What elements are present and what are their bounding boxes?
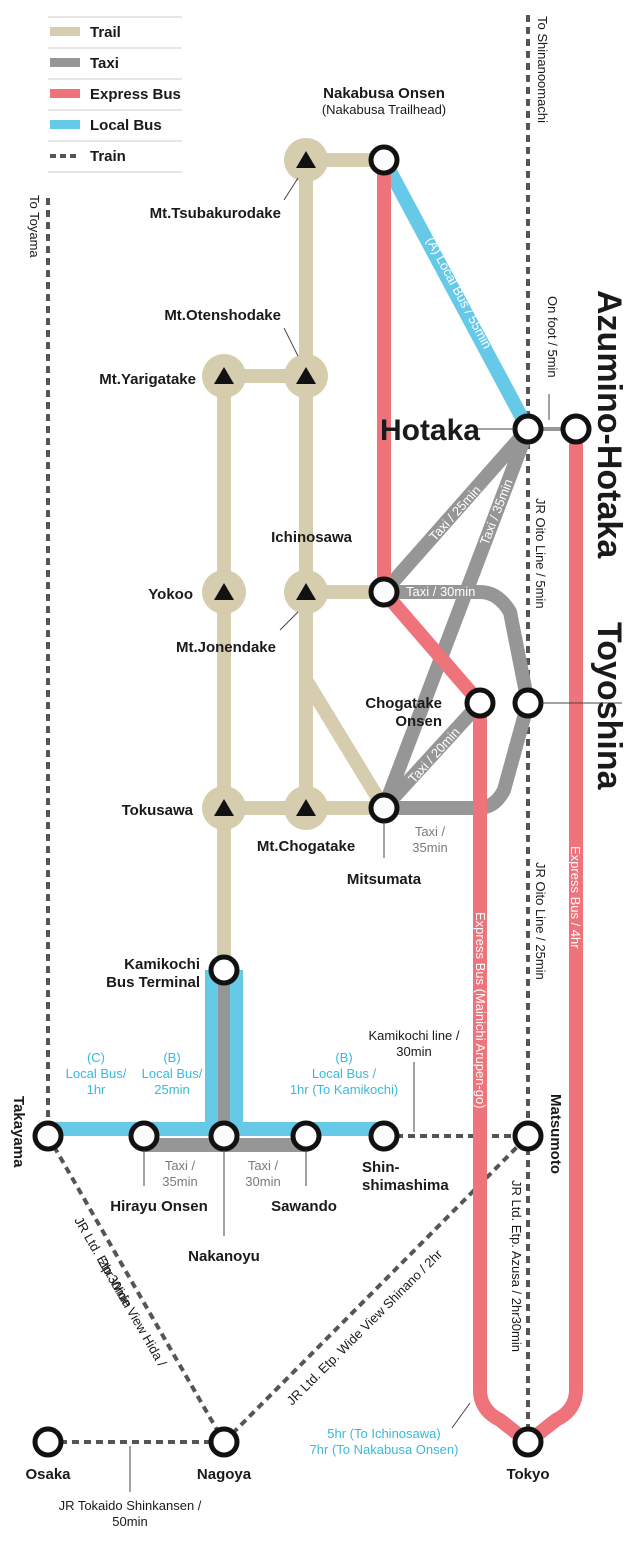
route-taxi-25: Taxi / 25min [426,482,484,544]
label-nakabusa: Nakabusa Onsen [323,85,445,102]
route-jr-oito-5: JR Oito Line / 5min [533,498,548,609]
mountain-icon [296,799,316,816]
label-yokoo: Yokoo [148,586,193,603]
legend-swatch-trail [50,27,80,36]
route-on-foot: On foot / 5min [545,296,560,378]
mountain-icon [296,151,316,168]
route-taxi-30-ichinosawa: Taxi / 30min [406,584,475,599]
route-kamikochi-line-b: 30min [396,1044,431,1059]
legend-train: Train [90,148,126,165]
route-tokyo-bus-a: 5hr (To Ichinosawa) [327,1426,440,1441]
label-mt-chogatake: Mt.Chogatake [257,838,355,855]
label-chogatake-onsen-1: Chogatake [365,695,442,712]
label-toyoshina: Toyoshina [590,622,628,791]
label-kamikochi-1: Kamikochi [124,956,200,973]
route-jr-oito-25: JR Oito Line / 25min [533,862,548,980]
label-shinshima-2: shimashima [362,1177,449,1194]
route-shinano: JR Ltd. Etp. Wide View Shinano / 2hr [284,1246,446,1408]
mountain-icon [214,583,234,600]
route-tokyo-bus-b: 7hr (To Nakabusa Onsen) [310,1442,459,1457]
label-nakabusa-sub: (Nakabusa Trailhead) [322,102,446,117]
route-azusa: JR Ltd. Etp. Azusa / 2hr30min [509,1180,524,1352]
legend-swatch-express [50,89,80,98]
trail-node-halos [202,138,328,830]
label-tokyo: Tokyo [506,1466,549,1483]
route-b-bus-c: 25min [154,1082,189,1097]
label-jonendake: Mt.Jonendake [176,639,276,656]
legend-local-bus: Local Bus [90,117,162,134]
label-mitsumata: Mitsumata [347,871,422,888]
label-ichinosawa: Ichinosawa [271,529,353,546]
leader-lines [129,177,622,1492]
legend-trail: Trail [90,24,121,41]
legend-taxi: Taxi [90,55,119,72]
label-yari: Mt.Yarigatake [99,371,196,388]
label-takayama: Takayama [10,1096,27,1168]
mountain-icon [214,799,234,816]
label-sawando: Sawando [271,1198,337,1215]
label-matsumoto: Matsumoto [547,1094,564,1174]
route-shinkansen-b: 50min [112,1514,147,1529]
label-tsubakuro: Mt.Tsubakurodake [150,205,281,222]
label-azumino-hotaka: Azumino-Hotaka [590,290,628,559]
mountain-icon [296,367,316,384]
route-c-bus-c: 1hr [87,1082,106,1097]
mountain-icons [214,151,316,816]
label-osaka: Osaka [25,1466,71,1483]
label-otensho: Mt.Otenshodake [164,307,281,324]
route-taxi-35-a: Taxi / [415,824,446,839]
legend: Trail Taxi Express Bus Local Bus Train [48,16,182,173]
legend-swatch-local-bus [50,120,80,129]
route-kamikochi-line-a: Kamikochi line / [368,1028,459,1043]
route-shinkansen-a: JR Tokaido Shinkansen / [59,1498,202,1513]
route-to-toyama: To Toyama [27,195,42,258]
label-tokusawa: Tokusawa [122,802,194,819]
route-c-bus-b: Local Bus/ [66,1066,127,1081]
route-express-4hr: Express Bus / 4hr [568,846,583,949]
mountain-icon [214,367,234,384]
label-shinshima-1: Shin- [362,1159,400,1176]
route-b-bus-b: Local Bus/ [142,1066,203,1081]
route-sawando-taxi-b: 30min [245,1174,280,1189]
route-b2-bus-b: Local Bus / [312,1066,377,1081]
route-express-mainichi: Express Bus (Mainichi Arupen-go) [473,912,488,1109]
label-nakanoyu: Nakanoyu [188,1248,260,1265]
route-b-bus-a: (B) [163,1050,180,1065]
station-nodes [32,144,592,1458]
route-hida-b: 2hr30min [95,1256,135,1310]
express-bus-lines [377,153,583,1449]
label-chogatake-onsen-2: Onsen [395,713,442,730]
label-hirayu: Hirayu Onsen [110,1198,208,1215]
route-hirayu-taxi-b: 35min [162,1174,197,1189]
route-sawando-taxi-a: Taxi / [248,1158,279,1173]
route-to-shinanoomachi: To Shinanoomachi [535,16,550,123]
route-b2-bus-a: (B) [335,1050,352,1065]
route-taxi-35-b: 35min [412,840,447,855]
route-b2-bus-c: 1hr (To Kamikochi) [290,1082,398,1097]
label-kamikochi-2: Bus Terminal [106,974,200,991]
mountain-icon [296,583,316,600]
legend-swatch-taxi [50,58,80,67]
route-hirayu-taxi-a: Taxi / [165,1158,196,1173]
route-local-bus-a: (A) Local Bus / 55min [423,234,495,351]
route-c-bus-a: (C) [87,1050,105,1065]
label-hotaka: Hotaka [380,414,480,447]
label-nagoya: Nagoya [197,1466,252,1483]
legend-express-bus: Express Bus [90,86,181,103]
